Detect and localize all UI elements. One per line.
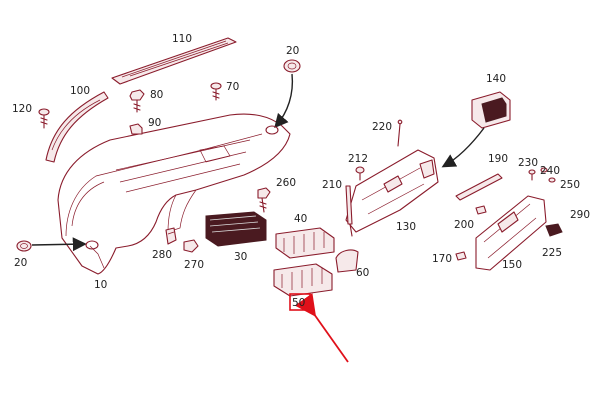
label-280: 280 (152, 249, 172, 261)
part-100-left-trim (45, 91, 109, 163)
label-20-top: 20 (286, 45, 299, 57)
part-20-clip-top (265, 59, 301, 135)
label-30: 30 (234, 251, 247, 263)
label-230: 230 (518, 157, 538, 169)
label-290: 290 (570, 209, 590, 221)
label-50: 50 (292, 297, 305, 309)
part-240-washer (540, 167, 548, 173)
label-130: 130 (396, 221, 416, 233)
label-100: 100 (70, 85, 90, 97)
part-250-clip (548, 177, 556, 183)
label-70: 70 (226, 81, 239, 93)
label-140: 140 (486, 73, 506, 85)
label-40: 40 (294, 213, 307, 225)
label-212: 212 (348, 153, 368, 165)
part-40-grille (275, 227, 335, 259)
part-70-screw (210, 82, 222, 101)
label-190: 190 (488, 153, 508, 165)
part-60-cover (335, 249, 359, 273)
part-120-screw (38, 108, 50, 129)
part-50-grille (273, 263, 349, 363)
part-150-lid (475, 195, 547, 271)
part-280-clip (165, 227, 177, 245)
part-212-bolt (355, 166, 365, 181)
label-270: 270 (184, 259, 204, 271)
part-20-clip-left (16, 237, 99, 252)
label-60: 60 (356, 267, 369, 279)
part-170-screw (455, 251, 467, 261)
part-190-strip (455, 173, 503, 201)
label-150: 150 (502, 259, 522, 271)
label-80: 80 (150, 89, 163, 101)
part-220-rod (397, 119, 403, 147)
label-170: 170 (432, 253, 452, 265)
part-210-strut (345, 185, 353, 237)
label-210: 210 (322, 179, 342, 191)
part-270-clip (183, 239, 199, 253)
part-230-screw (528, 169, 536, 181)
part-30-vent-block (205, 211, 267, 247)
label-20-left: 20 (14, 257, 27, 269)
part-225-latch (545, 223, 563, 237)
label-90: 90 (148, 117, 161, 129)
label-260: 260 (276, 177, 296, 189)
label-220: 220 (372, 121, 392, 133)
part-10-dashboard (57, 113, 291, 275)
part-200-clip (475, 205, 487, 215)
label-110: 110 (172, 33, 192, 45)
highlight-arrow (294, 293, 349, 363)
label-10: 10 (94, 279, 107, 291)
part-90-clip (129, 123, 143, 135)
part-labels: 110 20 100 80 70 120 90 140 220 212 190 … (12, 33, 590, 309)
label-250: 250 (560, 179, 580, 191)
label-240: 240 (540, 165, 560, 177)
part-260-screw (257, 187, 271, 213)
part-110-trim-strip (111, 37, 237, 85)
part-140-vent (441, 91, 511, 168)
label-120: 120 (12, 103, 32, 115)
part-80-screw (129, 89, 145, 113)
label-225: 225 (542, 247, 562, 259)
label-200: 200 (454, 219, 474, 231)
